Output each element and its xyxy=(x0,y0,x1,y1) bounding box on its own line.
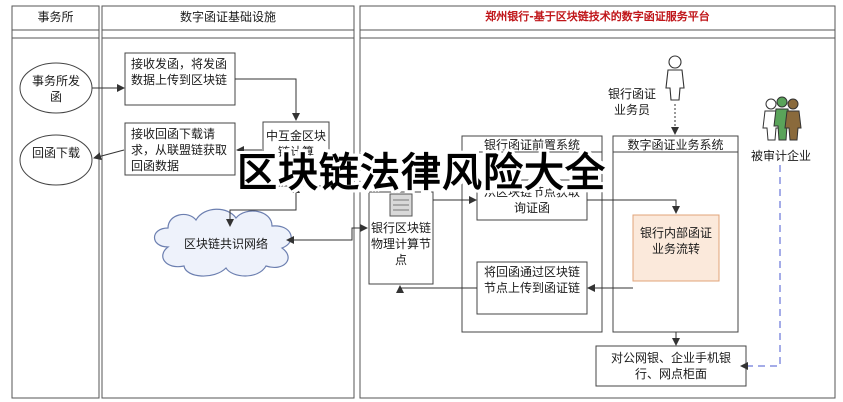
channels-box xyxy=(595,345,747,387)
receive-reply-label: 接收回函下载请求，从联盟链获取回函数据 xyxy=(131,127,228,173)
fetch-letter-label: 从区块链节点获取询证函 xyxy=(483,185,580,215)
lane-infra-header: 数字函证基础设施 xyxy=(179,10,276,24)
teller-label: 银行函证业务员 xyxy=(607,87,656,117)
lane-firm xyxy=(11,5,100,399)
letter-download-label: 回函下载 xyxy=(32,146,81,160)
front-system-label: 银行函证前置系统 xyxy=(483,138,580,152)
audited-label: 被审计企业 xyxy=(750,149,811,163)
network-label: 区块链共识网络 xyxy=(183,237,268,251)
zhonghu-label: 中互金区块链计算 xyxy=(266,129,327,159)
teller-person-icon xyxy=(665,55,685,101)
bank-node-label: 银行区块链物理计算节点 xyxy=(371,221,432,267)
platform-title: 郑州银行-基于区块链技术的数字函证服务平台 xyxy=(485,10,710,23)
biz-system-label: 数字函证业务系统 xyxy=(627,138,724,152)
receive-reply-box xyxy=(124,122,236,176)
receive-letter-label: 接收发函，将发函数据上传到区块链 xyxy=(131,57,228,87)
letter-download-ellipse xyxy=(19,134,93,186)
receive-letter-box xyxy=(124,52,236,106)
audited-enterprise-group-icon xyxy=(762,96,802,141)
lane-platform xyxy=(359,5,836,399)
firm-send-label: 事务所发函 xyxy=(31,74,80,104)
lane-infra xyxy=(101,5,355,399)
internal-flow-box xyxy=(632,214,720,282)
channels-label: 对公网银、企业手机银行、网点柜面 xyxy=(610,351,731,381)
overlay-title: 区块链法律风险大全 xyxy=(237,150,606,196)
server-icon xyxy=(389,193,413,217)
internal-flow-label: 银行内部函证业务流转 xyxy=(640,226,713,256)
upload-reply-label: 将回函通过区块链节点上传到函证链 xyxy=(483,265,580,295)
lane-firm-header: 事务所 xyxy=(37,10,74,24)
